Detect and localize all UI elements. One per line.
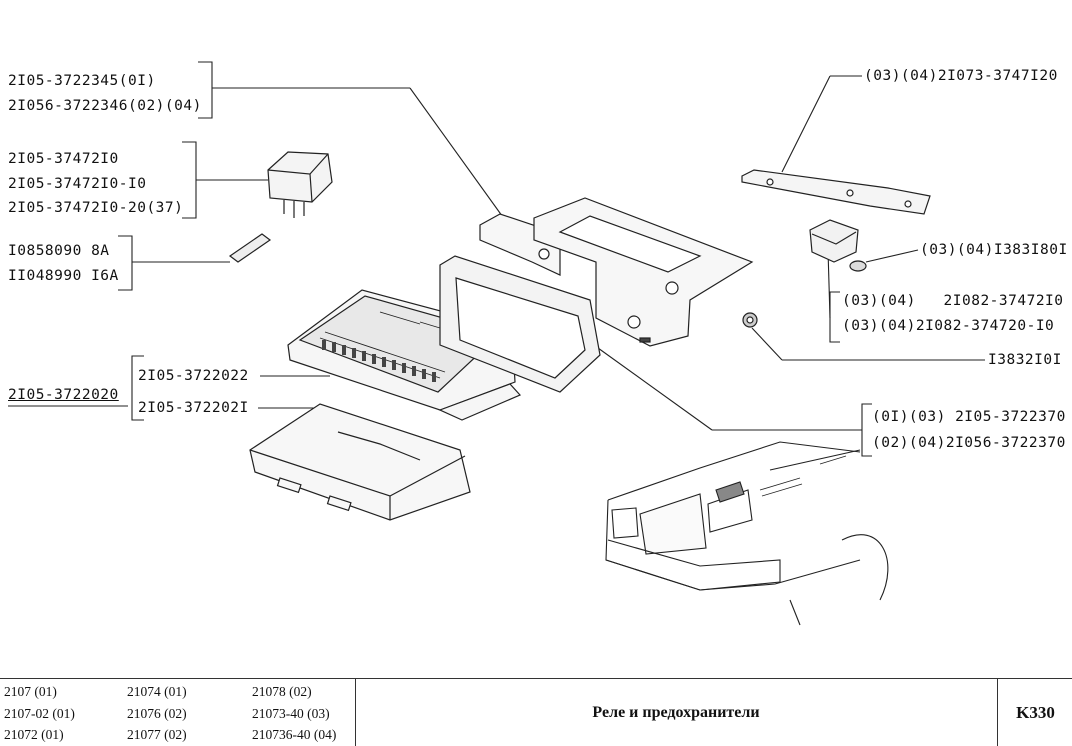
- rubber-plug-illustration: [849, 260, 867, 272]
- mounting-panel-illustration: [479, 197, 754, 347]
- label-block-cover: 2I05-372202I: [138, 400, 249, 416]
- model-item: 210736-40 (04): [252, 727, 337, 742]
- fuse-illustration: [228, 233, 272, 263]
- label-frame-2: (02)(04)2I056-3722370: [872, 435, 1066, 451]
- label-relay-2: 2I05-37472I0-I0: [8, 176, 147, 192]
- model-item: 21078 (02): [252, 684, 312, 699]
- label-bracket: (03)(04)2I073-3747I20: [864, 68, 1058, 84]
- gasket-frame-illustration: [439, 255, 601, 393]
- bracket-relay-top: [198, 61, 506, 221]
- label-fuse-1: I0858090 8A: [8, 243, 110, 259]
- small-relay-illustration: [809, 219, 859, 263]
- model-item: 21074 (01): [127, 684, 187, 699]
- footer: 2107 (01) 21074 (01) 21078 (02) 2107-02 …: [0, 678, 1072, 746]
- model-item: 21076 (02): [127, 706, 187, 721]
- label-relay-top-2: 2I056-3722346(02)(04): [8, 98, 202, 114]
- label-relay-top-1: 2I05-3722345(0I): [8, 73, 156, 89]
- bracket-relay: [182, 141, 268, 219]
- nut-illustration: [742, 312, 758, 328]
- bracket-fuses: [118, 235, 230, 291]
- model-list: 2107 (01) 21074 (01) 21078 (02) 2107-02 …: [0, 679, 356, 746]
- bracket-frame: [597, 347, 872, 457]
- parts-diagram: [8, 61, 985, 626]
- label-relay-b-2: (03)(04)2I082-374720-I0: [842, 318, 1055, 334]
- page-code: K330: [997, 679, 1072, 746]
- car-illustration: [605, 441, 889, 626]
- page-title: Реле и предохранители: [592, 703, 760, 721]
- model-item: 21072 (01): [4, 727, 64, 742]
- label-relay-1: 2I05-37472I0: [8, 151, 119, 167]
- bracket-relay-b: [827, 249, 840, 343]
- label-nut: I3832I0I: [988, 352, 1062, 368]
- leader-bracket-top: [781, 75, 862, 173]
- fuse-block-cover-illustration: [249, 403, 471, 521]
- model-item: 21073-40 (03): [252, 706, 330, 721]
- relay-illustration: [267, 151, 333, 218]
- label-fuse-2: II048990 I6A: [8, 268, 119, 284]
- leader-nut: [751, 327, 985, 361]
- label-block-assembly: 2I05-3722020: [8, 387, 119, 403]
- label-plug: (03)(04)I383I80I: [920, 242, 1068, 258]
- model-item: 2107 (01): [4, 684, 57, 699]
- leader-plug: [865, 249, 919, 263]
- label-relay-b-1: (03)(04) 2I082-37472I0: [842, 293, 1064, 309]
- relay-bracket-illustration: [741, 169, 931, 215]
- label-relay-3: 2I05-37472I0-20(37): [8, 200, 184, 216]
- label-frame-1: (0I)(03) 2I05-3722370: [872, 409, 1066, 425]
- model-item: 2107-02 (01): [4, 706, 75, 721]
- label-block-base: 2I05-3722022: [138, 368, 249, 384]
- model-item: 21077 (02): [127, 727, 187, 742]
